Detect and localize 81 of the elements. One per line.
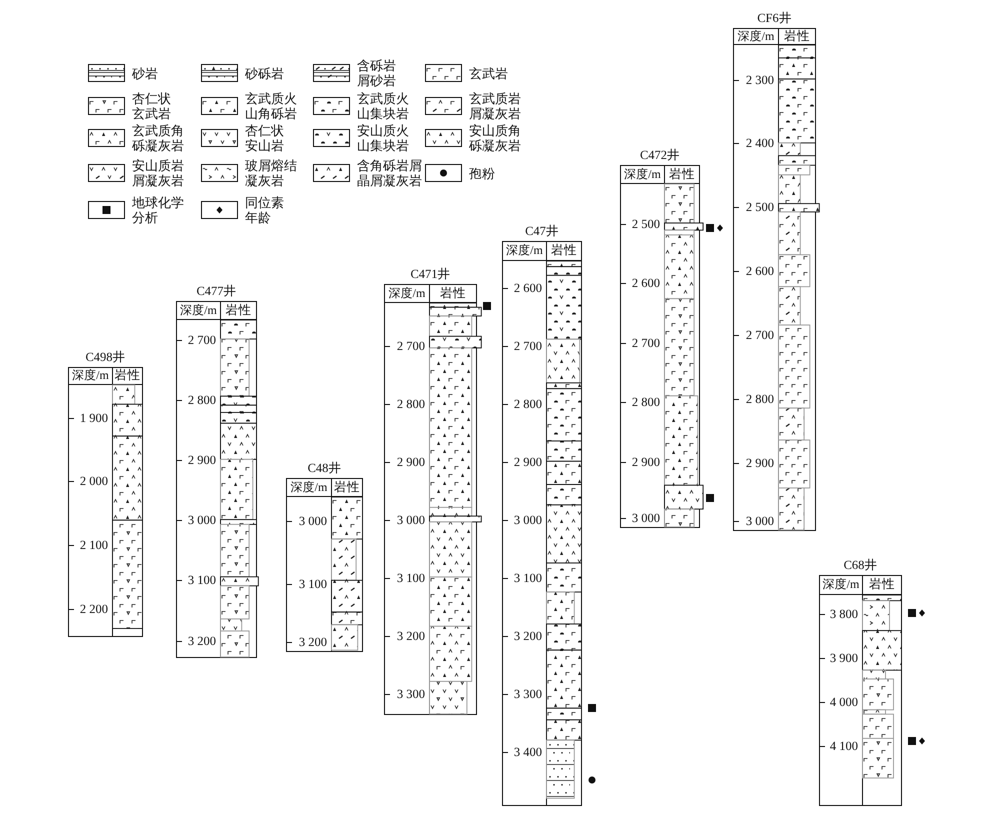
depth-label: 2 300 bbox=[733, 72, 774, 88]
depth-label: 3 900 bbox=[819, 650, 858, 666]
depth-label: 2 400 bbox=[733, 136, 774, 152]
well-name: C477井 bbox=[195, 284, 238, 299]
depth-label: 4 100 bbox=[819, 738, 858, 754]
depth-label: 3 100 bbox=[286, 576, 327, 592]
depth-label: 3 000 bbox=[384, 512, 425, 528]
depth-label: 2 200 bbox=[68, 601, 108, 618]
legend-label: 玄武质角砾凝灰岩 bbox=[132, 123, 185, 153]
depth-label: 3 100 bbox=[176, 572, 216, 589]
depth-label: 2 900 bbox=[176, 452, 216, 468]
depth-label: 2 000 bbox=[68, 474, 108, 490]
depth-label: 2 800 bbox=[733, 392, 774, 408]
well-name: C498井 bbox=[84, 350, 127, 365]
depth-label: 2 700 bbox=[620, 335, 660, 352]
depth-label: 2 900 bbox=[620, 454, 660, 470]
depth-label: 2 900 bbox=[733, 455, 774, 472]
depth-label: 2 800 bbox=[620, 394, 660, 411]
well-name: C48井 bbox=[306, 461, 342, 476]
depth-label: 3 300 bbox=[384, 686, 425, 702]
column-header: 深度/m bbox=[503, 242, 547, 261]
legend-label: 玄武岩 bbox=[469, 66, 509, 80]
legend-label: 安山质角砾凝灰岩 bbox=[469, 123, 522, 153]
depth-label: 1 900 bbox=[68, 410, 108, 426]
depth-label: 3 000 bbox=[733, 513, 774, 529]
column-header: 深度/m bbox=[287, 479, 332, 497]
column-header: 深度/m bbox=[734, 29, 779, 45]
legend-label: 杏仁状玄武岩 bbox=[132, 91, 172, 121]
depth-label: 3 000 bbox=[176, 512, 216, 529]
depth-label: 2 500 bbox=[620, 216, 660, 232]
depth-label: 3 300 bbox=[502, 686, 542, 703]
well-name: CF6井 bbox=[756, 11, 793, 26]
legend-label: 杏仁状安山岩 bbox=[245, 123, 285, 153]
depth-label: 3 100 bbox=[384, 570, 425, 586]
depth-label: 3 200 bbox=[502, 628, 542, 645]
depth-label: 2 700 bbox=[502, 338, 542, 354]
legend-label: 地球化学分析 bbox=[132, 195, 185, 225]
depth-label: 2 600 bbox=[620, 276, 660, 292]
depth-label: 2 100 bbox=[68, 537, 108, 554]
depth-label: 3 100 bbox=[502, 570, 542, 586]
depth-label: 3 000 bbox=[286, 513, 327, 529]
depth-label: 2 700 bbox=[384, 338, 425, 354]
depth-label: 2 800 bbox=[176, 392, 216, 408]
depth-label: 2 900 bbox=[384, 454, 425, 470]
legend-label: 含角砾岩屑晶屑凝灰岩 bbox=[357, 158, 423, 188]
column-header: 深度/m bbox=[621, 166, 665, 184]
legend-label: 安山质火山集块岩 bbox=[357, 123, 410, 153]
well-name: C471井 bbox=[409, 267, 452, 282]
depth-label: 3 000 bbox=[502, 512, 542, 528]
well-name: C47井 bbox=[524, 224, 560, 239]
legend-label: 孢粉 bbox=[469, 166, 495, 180]
legend-label: 含砾岩屑砂岩 bbox=[357, 58, 397, 88]
depth-label: 4 000 bbox=[819, 694, 858, 710]
depth-label: 2 700 bbox=[176, 332, 216, 348]
legend-label: 玻屑熔结凝灰岩 bbox=[245, 158, 298, 188]
legend-label: 玄武质岩屑凝灰岩 bbox=[469, 91, 522, 121]
depth-label: 3 000 bbox=[620, 510, 660, 526]
well-name: C472井 bbox=[638, 148, 682, 163]
well-name: C68井 bbox=[842, 558, 878, 573]
depth-label: 2 500 bbox=[733, 200, 774, 216]
column-header: 深度/m bbox=[177, 302, 221, 320]
depth-label: 2 600 bbox=[502, 280, 542, 296]
legend-label: 玄武质火山集块岩 bbox=[357, 91, 410, 121]
column-header: 深度/m bbox=[820, 576, 863, 595]
legend-label: 砂砾岩 bbox=[245, 66, 285, 80]
column-header: 深度/m bbox=[69, 368, 113, 385]
column-header: 深度/m bbox=[385, 285, 430, 303]
depth-label: 3 400 bbox=[502, 744, 542, 761]
depth-label: 3 200 bbox=[286, 634, 327, 650]
depth-label: 3 200 bbox=[176, 633, 216, 649]
depth-label: 2 800 bbox=[502, 396, 542, 412]
legend-label: 玄武质火山角砾岩 bbox=[245, 91, 298, 121]
legend-label: 砂岩 bbox=[132, 66, 159, 80]
depth-label: 2 600 bbox=[733, 264, 774, 280]
depth-label: 3 200 bbox=[384, 628, 425, 644]
depth-label: 2 900 bbox=[502, 454, 542, 470]
depth-label: 3 800 bbox=[819, 606, 858, 622]
legend-label: 同位素年龄 bbox=[245, 195, 285, 225]
legend-label: 安山质岩屑凝灰岩 bbox=[132, 158, 185, 188]
depth-label: 2 800 bbox=[384, 396, 425, 412]
depth-label: 2 700 bbox=[733, 328, 774, 344]
